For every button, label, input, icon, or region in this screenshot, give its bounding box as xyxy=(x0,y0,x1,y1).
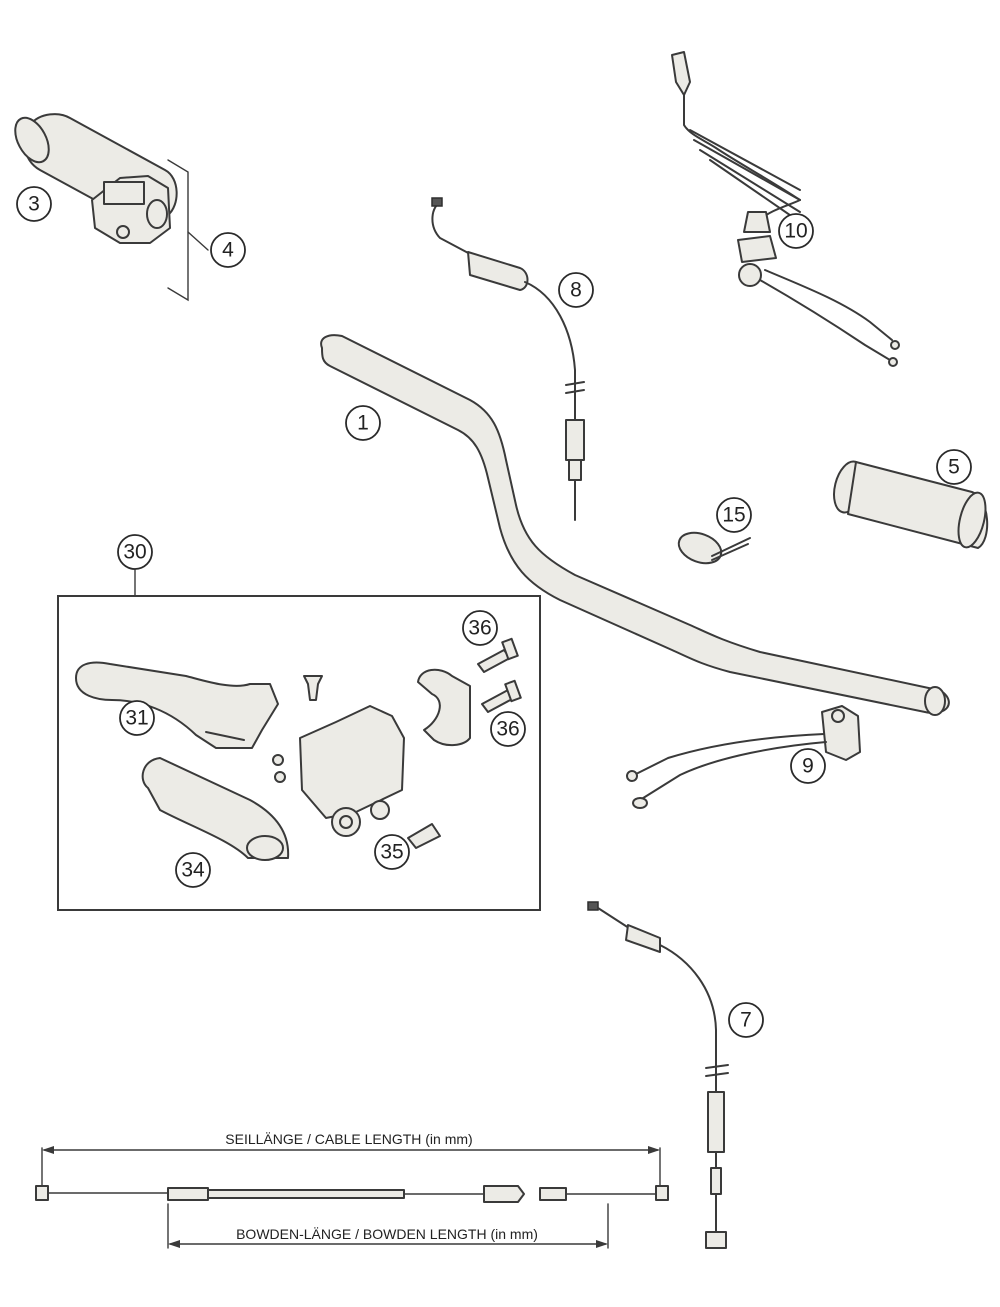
svg-text:36: 36 xyxy=(496,718,519,741)
callout-3: 3 xyxy=(16,186,52,222)
callout-36-lower: 36 xyxy=(490,711,526,747)
switch-part xyxy=(626,705,861,809)
lever-cover-part xyxy=(141,757,290,859)
callout-35: 35 xyxy=(374,834,410,870)
callout-36-upper: 36 xyxy=(462,610,498,646)
callout-8: 8 xyxy=(558,272,594,308)
screw-35 xyxy=(407,823,441,849)
callout-30: 30 xyxy=(117,534,153,570)
callout-15: 15 xyxy=(716,497,752,533)
svg-text:5: 5 xyxy=(948,456,960,479)
clamp-half-part xyxy=(417,668,471,746)
clamp-body-part xyxy=(299,705,405,819)
svg-text:3: 3 xyxy=(28,193,40,216)
cable-dimension-drawing: SEILLÄNGE / CABLE LENGTH (in mm) BOWDEN-… xyxy=(35,1131,669,1249)
svg-text:31: 31 xyxy=(125,707,148,730)
callout-34: 34 xyxy=(175,852,211,888)
lever-assembly-box xyxy=(57,569,541,911)
throttle-cable-part xyxy=(431,197,585,521)
cable-tie-part xyxy=(677,531,751,565)
svg-text:9: 9 xyxy=(802,755,814,778)
svg-text:36: 36 xyxy=(468,617,491,640)
svg-text:35: 35 xyxy=(380,841,403,864)
callout-9: 9 xyxy=(790,748,826,784)
callout-1: 1 xyxy=(345,405,381,441)
callout-4: 4 xyxy=(210,232,246,268)
cable-length-label: SEILLÄNGE / CABLE LENGTH (in mm) xyxy=(225,1131,472,1147)
callout-10: 10 xyxy=(778,213,814,249)
bowden-length-label: BOWDEN-LÄNGE / BOWDEN LENGTH (in mm) xyxy=(236,1226,538,1242)
svg-text:7: 7 xyxy=(740,1009,752,1032)
bracket-line-4 xyxy=(167,159,189,302)
callout-31: 31 xyxy=(119,700,155,736)
throttle-grip-part xyxy=(14,113,178,244)
lever-part xyxy=(75,661,279,749)
svg-text:34: 34 xyxy=(181,859,205,882)
right-grip-part xyxy=(833,460,989,549)
svg-text:1: 1 xyxy=(357,412,369,435)
svg-text:4: 4 xyxy=(222,239,234,262)
nut-35 xyxy=(370,800,390,820)
svg-text:10: 10 xyxy=(784,220,807,243)
svg-text:8: 8 xyxy=(570,279,582,302)
callout-7: 7 xyxy=(728,1002,764,1038)
svg-text:15: 15 xyxy=(722,504,745,527)
clutch-cable-part xyxy=(587,901,729,1249)
callout-5: 5 xyxy=(936,449,972,485)
handlebar-part xyxy=(320,334,950,716)
svg-text:30: 30 xyxy=(123,541,146,564)
kill-switch-part xyxy=(671,51,900,367)
